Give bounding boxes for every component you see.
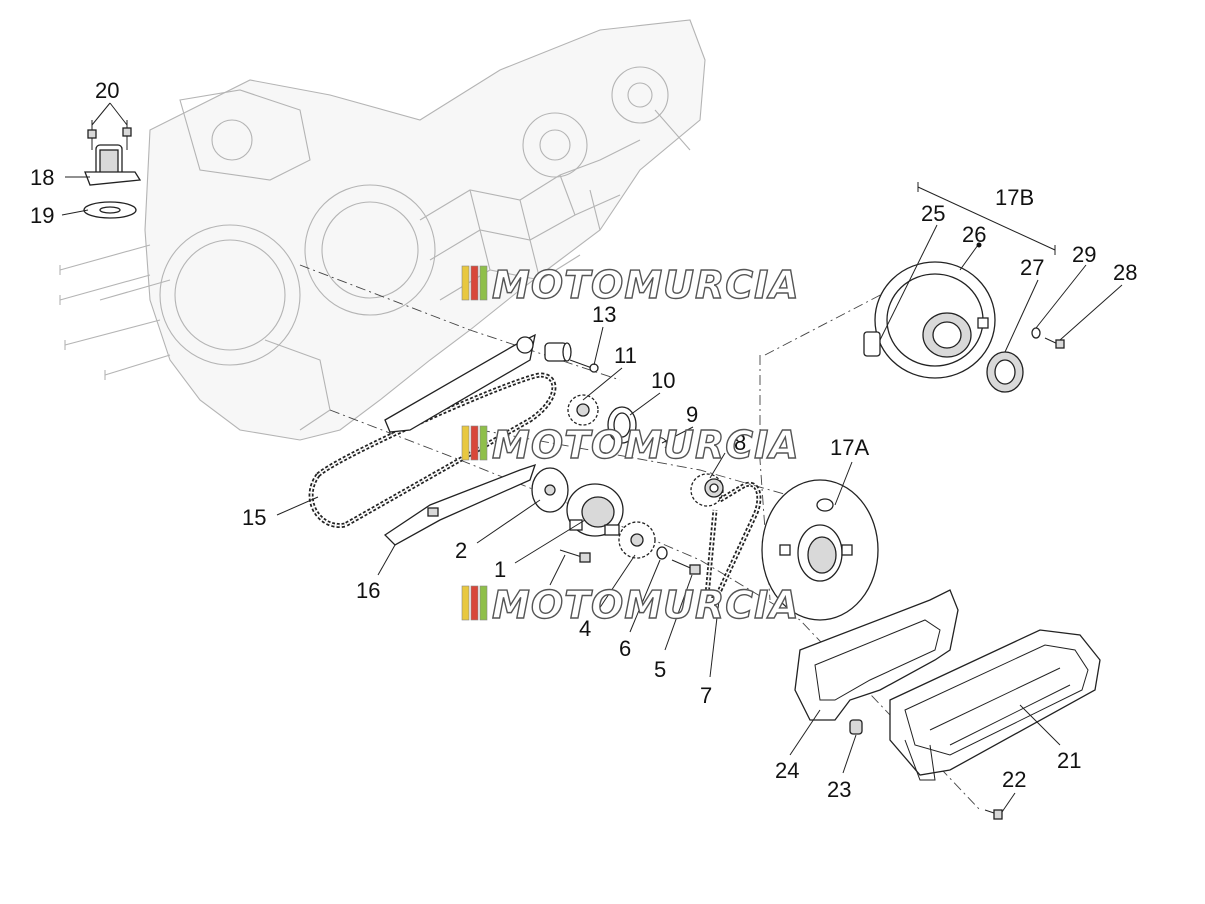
sprocket-upper [567,394,599,426]
callout-17B: 17B [995,185,1034,210]
watermark-1: MOTOMURCIA [461,262,800,308]
callout-27: 27 [1020,255,1044,280]
cover-assembly-bracket [917,182,1056,255]
callout-15: 15 [242,505,266,530]
oil-pump-plate [531,467,569,513]
washer-29 [1031,327,1041,339]
chain-cover-outer [863,261,996,379]
callout-11: 11 [614,343,637,368]
watermark-stripe-red [470,265,479,301]
callout-4: 4 [579,616,591,641]
callout-17A: 17A [830,435,869,460]
callout-29: 29 [1072,242,1096,267]
callout-20: 20 [95,78,119,103]
callout-18: 18 [30,165,54,190]
chain-tensioner-group [83,120,142,219]
callout-22: 22 [1002,767,1026,792]
callout-5: 5 [654,657,666,682]
pump-screw [559,549,591,563]
chain-cover-inner [761,479,879,621]
circlip [654,437,667,449]
bushing-pin [544,342,599,373]
washer-small [656,546,668,560]
watermark-text: MOTOMURCIA [492,423,800,467]
watermark-stripe-yellow [461,265,470,301]
callout-28: 28 [1113,260,1137,285]
callout-23: 23 [827,777,851,802]
watermark-stripe-green [479,425,488,461]
sprocket-bolt [671,559,701,575]
callout-16: 16 [356,578,380,603]
watermark-3: MOTOMURCIA [461,582,800,628]
oil-seal [986,351,1024,393]
callout-26: 26 [962,222,986,247]
watermark-stripe-green [479,265,488,301]
dowel-pin [849,719,863,735]
oil-pump-body [566,483,624,537]
watermark-stripe-red [470,585,479,621]
watermark-stripe-yellow [461,425,470,461]
washer-ring [607,406,637,444]
callout-24: 24 [775,758,799,783]
pump-chain [705,481,762,598]
chain-guide-lower [383,463,537,546]
watermark-text: MOTOMURCIA [492,263,800,307]
callout-9: 9 [686,402,698,427]
gasket [794,589,959,721]
callout-labels: 20 18 19 13 11 10 9 8 15 2 1 16 4 6 5 7 … [30,78,1137,802]
watermark-stripe-red [470,425,479,461]
callout-8: 8 [734,430,746,455]
callout-2: 2 [455,538,467,563]
watermark-text: MOTOMURCIA [492,583,800,627]
callout-13: 13 [592,302,616,327]
callout-6: 6 [619,636,631,661]
callout-19: 19 [30,203,54,228]
crankcase-outline [59,19,706,441]
leader-lines [61,102,1123,813]
callout-7: 7 [700,683,712,708]
callout-21: 21 [1057,748,1081,773]
callout-10: 10 [651,368,675,393]
pump-sprocket [618,521,656,559]
sump-screw [984,809,1003,820]
drive-sprocket [690,473,724,507]
watermark-stripe-yellow [461,585,470,621]
callout-25: 25 [921,201,945,226]
oil-sump [889,629,1101,781]
chain-slider-upper [384,333,536,433]
timing-chain [308,372,557,528]
callout-1: 1 [494,557,506,582]
watermark-2: MOTOMURCIA [461,422,800,468]
watermark-stripe-green [479,585,488,621]
